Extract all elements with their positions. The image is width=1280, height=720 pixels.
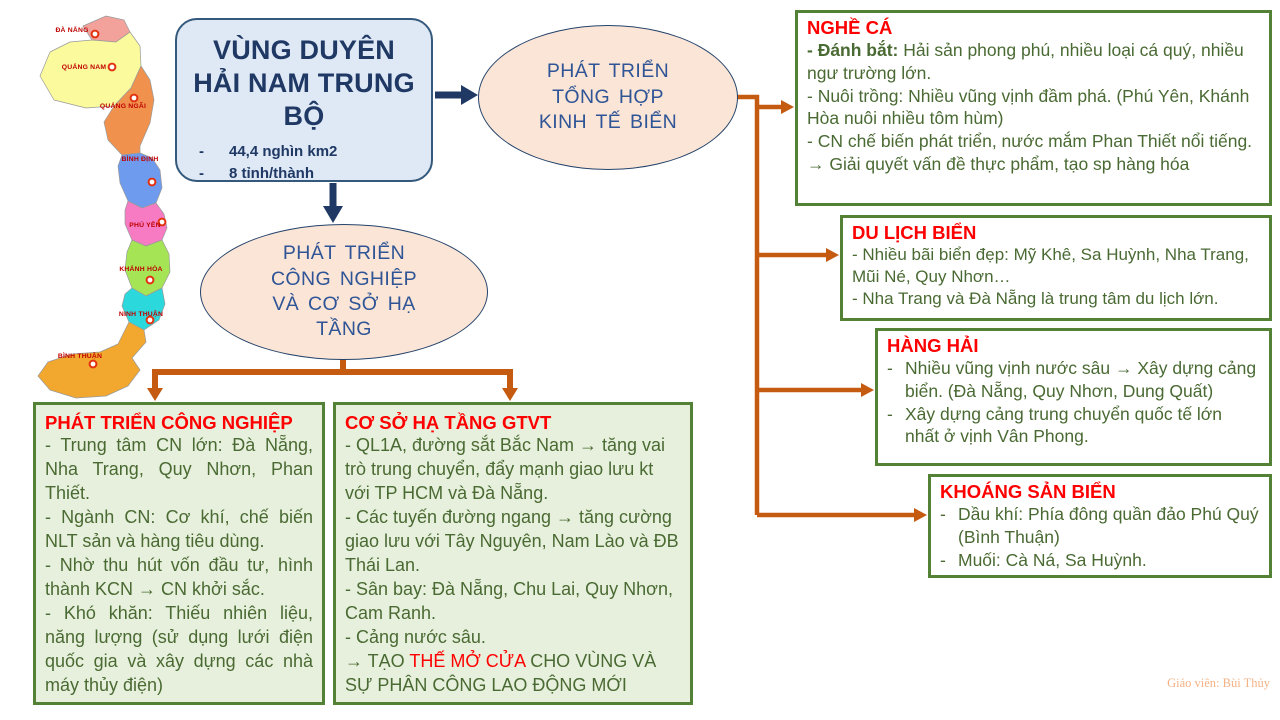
page-title: VÙNG DUYÊN HẢI NAM TRUNG BỘ bbox=[193, 35, 415, 131]
node-sea-economy-label: PHÁT TRIỂN TỔNG HỢP KINH TẾ BIỂN bbox=[538, 60, 678, 134]
gtvt-line-5-pre: → TẠO bbox=[345, 650, 410, 671]
node-industry-infra-label: PHÁT TRIỂN CÔNG NGHIỆP VÀ CƠ SỞ HẠ TẦNG bbox=[270, 242, 418, 341]
nghe-ca-line-2: - Nuôi trồng: Nhiều vũng vịnh đầm phá. (… bbox=[807, 85, 1250, 129]
bullet-dash: - bbox=[199, 142, 204, 160]
box-hang-hai-title: HÀNG HẢI bbox=[887, 335, 979, 356]
khoang-san-line-1: - Dầu khí: Phía đông quần đảo Phú Quý (B… bbox=[940, 503, 1260, 549]
gtvt-line-5: → TẠO THẾ MỞ CỬA CHO VÙNG VÀ SỰ PHÂN CÔN… bbox=[345, 650, 681, 698]
connector-sea-trunk bbox=[737, 94, 760, 515]
nghe-ca-line-1: - Đánh bắt: Hải sản phong phú, nhiều loạ… bbox=[807, 39, 1260, 85]
box-du-lich: DU LỊCH BIỂN - Nhiều bãi biển đẹp: Mỹ Kh… bbox=[840, 215, 1272, 321]
gtvt-line-2: - Các tuyến đường ngang → tăng cường gia… bbox=[345, 506, 679, 575]
cong-nghiep-line-3: - Nhờ thu hút vốn đầu tư, hình thành KCN… bbox=[45, 554, 313, 599]
region-map-svg: ĐÀ NẴNG QUẢNG NAM QUẢNG NGÃI BÌNH ĐỊNH P… bbox=[37, 15, 171, 399]
city-marker bbox=[88, 359, 98, 369]
bullet-dash: - bbox=[199, 164, 204, 182]
nghe-ca-line-3: - CN chế biến phát triển, nước mắm Phan … bbox=[807, 131, 1253, 152]
box-cong-nghiep: PHÁT TRIỂN CÔNG NGHIỆP - Trung tâm CN lớ… bbox=[33, 402, 325, 705]
list-dash: - bbox=[887, 358, 893, 379]
map-label-quang-nam: QUẢNG NAM bbox=[62, 62, 107, 71]
region-map: ĐÀ NẴNG QUẢNG NAM QUẢNG NGÃI BÌNH ĐỊNH P… bbox=[28, 8, 196, 408]
city-marker bbox=[145, 275, 155, 285]
box-nghe-ca-title: NGHỀ CÁ bbox=[807, 17, 893, 38]
map-label-khanh-hoa: KHÁNH HÒA bbox=[119, 264, 162, 273]
nghe-ca-line-1-lead: - Đánh bắt: bbox=[807, 40, 899, 61]
hang-hai-line-2-text: Xây dựng cảng trung chuyển quốc tế lớn n… bbox=[905, 403, 1223, 447]
city-marker bbox=[147, 177, 157, 187]
city-marker bbox=[129, 93, 139, 103]
du-lich-line-1: - Nhiều bãi biển đẹp: Mỹ Khê, Sa Huỳnh, … bbox=[852, 245, 1249, 287]
map-label-binh-thuan: BÌNH THUẬN bbox=[58, 351, 102, 360]
khoang-san-line-1-text: Dầu khí: Phía đông quần đảo Phú Quý (Bìn… bbox=[958, 504, 1259, 547]
gtvt-line-5-highlight: THẾ MỞ CỬA bbox=[409, 650, 526, 671]
teacher-credit: Giáo viên: Bùi Thủy bbox=[1167, 676, 1270, 690]
cong-nghiep-line-2: - Ngành CN: Cơ khí, chế biến NLT sản và … bbox=[45, 506, 313, 551]
cong-nghiep-line-1: - Trung tâm CN lớn: Đà Nẵng, Nha Trang, … bbox=[45, 435, 313, 503]
gtvt-line-5-post: CHO VÙNG VÀ SỰ PHÂN CÔNG LAO ĐỘNG MỚI bbox=[345, 650, 657, 695]
gtvt-line-3: - Sân bay: Đà Nẵng, Chu Lai, Quy Nhơn, C… bbox=[345, 578, 673, 623]
gtvt-line-1: - QL1A, đường sắt Bắc Nam → tăng vai trò… bbox=[345, 435, 665, 503]
hang-hai-line-1: - Nhiều vũng vịnh nước sâu → Xây dựng cả… bbox=[887, 357, 1260, 403]
nghe-ca-line-1-rest: Hải sản phong phú, nhiều loại cá quý, nh… bbox=[807, 40, 1244, 83]
cong-nghiep-line-4: - Khó khăn: Thiếu nhiên liệu, năng lượng… bbox=[45, 602, 313, 695]
box-gtvt: CƠ SỞ HẠ TẦNG GTVT - QL1A, đường sắt Bắc… bbox=[333, 402, 693, 705]
bullet-provinces: - 8 tỉnh/thành bbox=[187, 163, 421, 185]
box-nghe-ca: NGHỀ CÁ - Đánh bắt: Hải sản phong phú, n… bbox=[795, 10, 1272, 206]
arrowhead-nghe-ca bbox=[781, 100, 794, 114]
nghe-ca-line-4: → Giải quyết vấn đề thực phẩm, tạo sp hà… bbox=[807, 153, 1190, 174]
title-box: VÙNG DUYÊN HẢI NAM TRUNG BỘ - 44,4 nghìn… bbox=[175, 18, 433, 182]
map-label-da-nang: ĐÀ NẴNG bbox=[55, 25, 88, 34]
city-marker bbox=[145, 315, 155, 325]
map-label-phu-yen: PHÚ YÊN bbox=[129, 220, 161, 229]
gtvt-line-4: - Cảng nước sâu. bbox=[345, 626, 486, 647]
title-box-bullets: - 44,4 nghìn km2 - 8 tỉnh/thành bbox=[187, 141, 421, 185]
box-khoang-san-title: KHOÁNG SẢN BIỂN bbox=[940, 481, 1116, 502]
khoang-san-line-2-text: Muối: Cà Ná, Sa Huỳnh. bbox=[958, 549, 1147, 570]
arrowhead-title-to-industry bbox=[323, 206, 343, 223]
box-du-lich-title: DU LỊCH BIỂN bbox=[852, 222, 977, 243]
city-marker bbox=[90, 29, 100, 39]
city-marker bbox=[157, 217, 167, 227]
list-dash: - bbox=[940, 549, 946, 570]
hang-hai-line-2: - Xây dựng cảng trung chuyển quốc tế lớn… bbox=[887, 403, 1260, 449]
node-sea-economy: PHÁT TRIỂN TỔNG HỢP KINH TẾ BIỂN bbox=[478, 25, 738, 170]
arrowhead-gtvt bbox=[502, 388, 518, 401]
arrowhead-hang-hai bbox=[861, 383, 874, 397]
map-label-binh-dinh: BÌNH ĐỊNH bbox=[122, 154, 159, 163]
node-industry-infra: PHÁT TRIỂN CÔNG NGHIỆP VÀ CƠ SỞ HẠ TẦNG bbox=[200, 224, 488, 360]
map-label-quang-ngai: QUẢNG NGÃI bbox=[100, 101, 146, 110]
box-khoang-san: KHOÁNG SẢN BIỂN - Dầu khí: Phía đông quầ… bbox=[928, 474, 1272, 578]
province-quang-ngai bbox=[103, 65, 155, 156]
city-marker bbox=[107, 62, 117, 72]
bullet-provinces-value: 8 tỉnh/thành bbox=[229, 164, 314, 182]
hang-hai-line-1-text: Nhiều vũng vịnh nước sâu → Xây dựng cảng… bbox=[905, 358, 1257, 401]
arrowhead-khoang-san bbox=[914, 508, 927, 522]
bullet-area: - 44,4 nghìn km2 bbox=[187, 141, 421, 163]
box-gtvt-title: CƠ SỞ HẠ TẦNG GTVT bbox=[345, 412, 552, 433]
box-hang-hai: HÀNG HẢI - Nhiều vũng vịnh nước sâu → Xâ… bbox=[875, 328, 1272, 466]
map-label-ninh-thuan: NINH THUẬN bbox=[119, 309, 163, 318]
arrowhead-du-lich bbox=[826, 248, 839, 262]
khoang-san-line-2: - Muối: Cà Ná, Sa Huỳnh. bbox=[940, 549, 1260, 572]
list-dash: - bbox=[940, 504, 946, 525]
bullet-area-value: 44,4 nghìn km2 bbox=[229, 142, 338, 160]
box-cong-nghiep-title: PHÁT TRIỂN CÔNG NGHIỆP bbox=[45, 412, 293, 433]
du-lich-line-2: - Nha Trang và Đà Nẵng là trung tâm du l… bbox=[852, 289, 1219, 309]
arrowhead-title-to-sea bbox=[461, 85, 478, 105]
list-dash: - bbox=[887, 403, 893, 424]
